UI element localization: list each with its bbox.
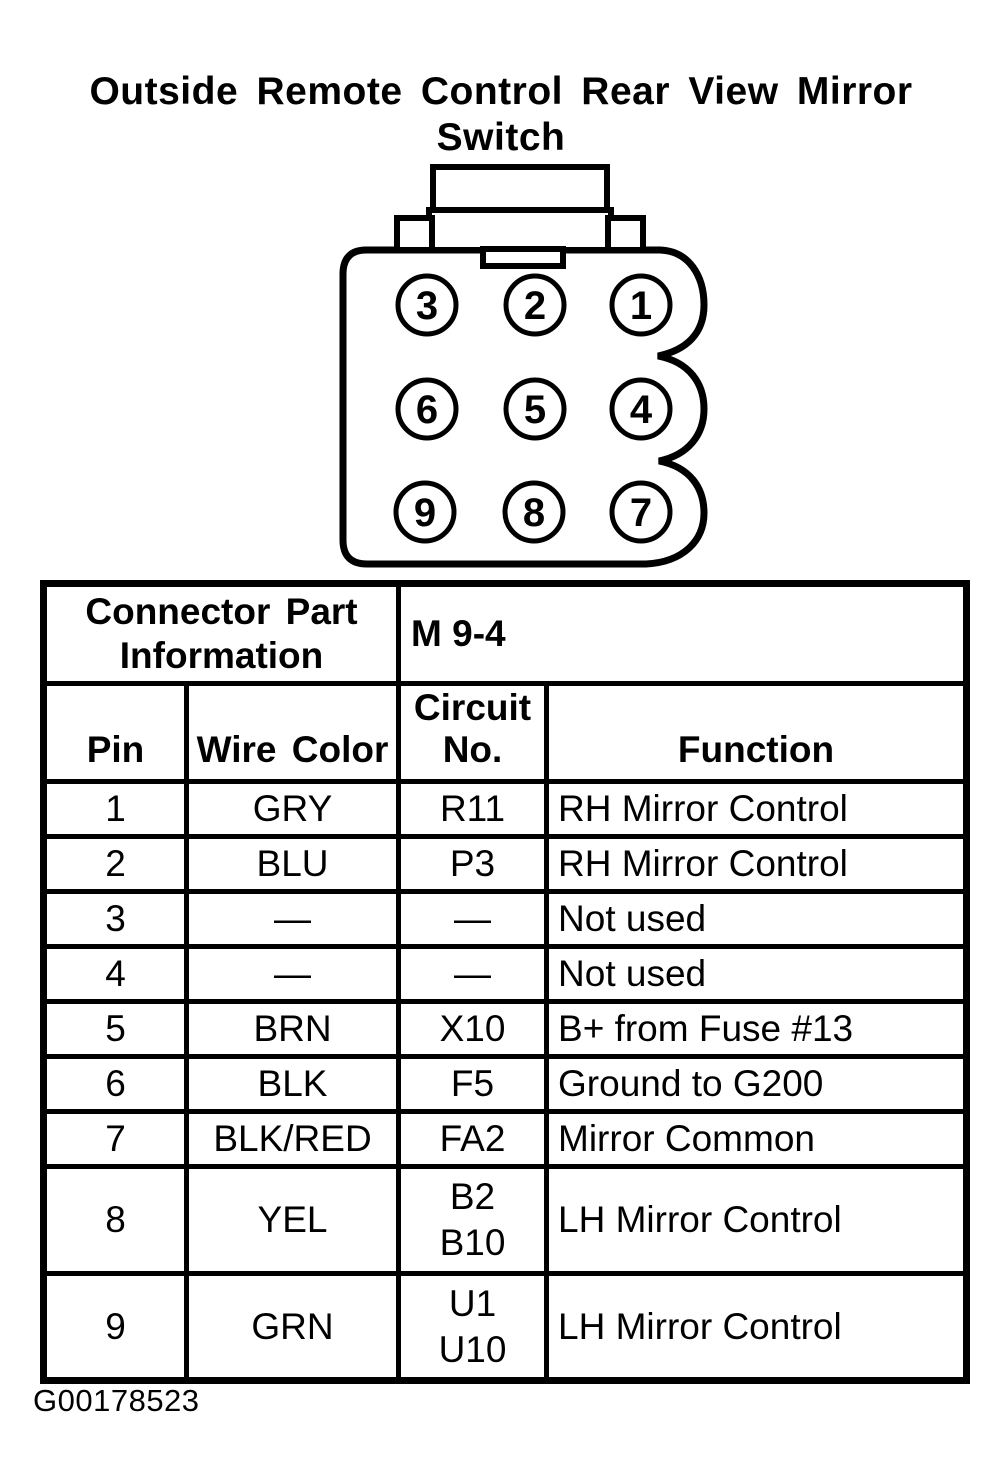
circuit-cell: P3 [396, 834, 550, 894]
table-row-pin-9: 9 GRN U1 U10 LH Mirror Control [41, 1271, 970, 1383]
function-cell: Not used [544, 889, 970, 949]
wire-color-cell: BLK/RED [183, 1109, 402, 1169]
function-cell: LH Mirror Control [544, 1271, 970, 1383]
circuit-cell: R11 [396, 779, 550, 839]
circuit-line2: B10 [439, 1222, 506, 1263]
pin-3-label: 3 [416, 284, 438, 328]
pin-cell: 8 [41, 1164, 189, 1276]
pin-3: 3 [395, 273, 459, 337]
wire-color-cell: GRN [183, 1271, 402, 1383]
pin-4-circle [609, 377, 673, 441]
pin-4-label: 4 [630, 388, 653, 432]
wire-color-cell: BLK [183, 1054, 402, 1114]
pin-6: 6 [395, 377, 459, 441]
wire-color-cell: YEL [183, 1164, 402, 1276]
table-row-pin-3: 3 — — Not used [41, 889, 970, 949]
pin-cell: 4 [41, 944, 189, 1004]
circuit-cell: B2 B10 [396, 1164, 550, 1276]
circuit-line1: B2 [449, 1176, 496, 1217]
pin-7: 7 [609, 480, 673, 544]
function-cell: Ground to G200 [544, 1054, 970, 1114]
table-row-pin-4: 4 — — Not used [41, 944, 970, 1004]
table-row-pin-7: 7 BLK/RED FA2 Mirror Common [41, 1109, 970, 1169]
col-header-circuit-no: Circuit No. [396, 681, 550, 784]
pin-1: 1 [609, 273, 673, 337]
page-title-line2: Switch [436, 116, 566, 159]
table-row-pin-8: 8 YEL B2 B10 LH Mirror Control [41, 1164, 970, 1276]
pinout-table: Connector Part Information M 9-4 Pin Wir… [40, 580, 971, 1384]
col-header-circuit-line2: No. [442, 729, 503, 770]
connector-diagram: 3 2 1 6 5 4 9 8 [339, 164, 708, 568]
col-header-circuit-line1: Circuit [413, 687, 532, 729]
table-row-pin-6: 6 BLK F5 Ground to G200 [41, 1054, 970, 1114]
table-row-pin-5: 5 BRN X10 B+ from Fuse #13 [41, 999, 970, 1059]
pin-3-circle [395, 273, 459, 337]
circuit-cell: U1 U10 [396, 1271, 550, 1383]
function-cell: LH Mirror Control [544, 1164, 970, 1276]
pin-2-circle [503, 273, 567, 337]
connector-keyway-notch [480, 246, 566, 269]
circuit-cell: FA2 [396, 1109, 550, 1169]
pin-6-label: 6 [416, 388, 438, 432]
pin-5: 5 [503, 377, 567, 441]
pin-cell: 2 [41, 834, 189, 894]
col-header-function: Function [544, 681, 970, 784]
function-cell: B+ from Fuse #13 [544, 999, 970, 1059]
circuit-cell: — [396, 889, 550, 949]
function-cell: RH Mirror Control [544, 779, 970, 839]
pin-cell: 7 [41, 1109, 189, 1169]
function-cell: RH Mirror Control [544, 834, 970, 894]
part-info-line2: Information [119, 635, 324, 676]
connector-tab-top [430, 164, 610, 213]
column-header-row: Pin Wire Color Circuit No. Function [41, 681, 970, 784]
pin-1-label: 1 [630, 284, 652, 328]
pin-2: 2 [503, 273, 567, 337]
pin-4: 4 [609, 377, 673, 441]
page-title-line1: Outside Remote Control Rear View Mirror [89, 70, 913, 113]
wire-color-cell: BRN [183, 999, 402, 1059]
pin-cell: 9 [41, 1271, 189, 1383]
pin-7-circle [609, 480, 673, 544]
pin-8-circle [502, 480, 566, 544]
pin-5-label: 5 [524, 388, 546, 432]
wire-color-cell: BLU [183, 834, 402, 894]
circuit-cell: F5 [396, 1054, 550, 1114]
pin-cell: 5 [41, 999, 189, 1059]
circuit-line1: U1 [448, 1282, 497, 1324]
part-info-row: Connector Part Information M 9-4 [40, 581, 970, 686]
pin-5-circle [503, 377, 567, 441]
pin-6-circle [395, 377, 459, 441]
pin-cell: 6 [41, 1054, 189, 1114]
connector-tab-base [426, 207, 614, 253]
pin-cell: 1 [41, 779, 189, 839]
wire-color-cell: — [183, 944, 402, 1004]
pin-9: 9 [393, 480, 457, 544]
pin-2-label: 2 [524, 284, 546, 328]
circuit-line2: U10 [438, 1328, 507, 1370]
col-header-wire-color: Wire Color [183, 681, 402, 784]
circuit-cell: X10 [396, 999, 550, 1059]
pin-8-label: 8 [523, 491, 545, 535]
connector-ear-left [394, 215, 435, 253]
wire-color-cell: — [183, 889, 402, 949]
table-row-pin-2: 2 BLU P3 RH Mirror Control [41, 834, 970, 894]
pin-9-label: 9 [414, 491, 436, 535]
pin-cell: 3 [41, 889, 189, 949]
table-row-pin-1: 1 GRY R11 RH Mirror Control [41, 779, 970, 839]
connector-part-number: M 9-4 [396, 581, 970, 686]
function-cell: Not used [544, 944, 970, 1004]
pin-1-circle [609, 273, 673, 337]
function-cell: Mirror Common [544, 1109, 970, 1169]
connector-part-info-header: Connector Part Information [40, 581, 402, 686]
figure-id: G00178523 [33, 1383, 200, 1418]
col-header-pin: Pin [41, 681, 189, 784]
part-info-line1: Connector Part [85, 591, 358, 632]
connector-ear-right [605, 215, 646, 253]
page-title: Outside Remote Control Rear View Mirror … [0, 69, 1002, 161]
pin-7-label: 7 [630, 491, 652, 535]
pin-9-circle [393, 480, 457, 544]
pin-8: 8 [502, 480, 566, 544]
circuit-cell: — [396, 944, 550, 1004]
wire-color-cell: GRY [183, 779, 402, 839]
